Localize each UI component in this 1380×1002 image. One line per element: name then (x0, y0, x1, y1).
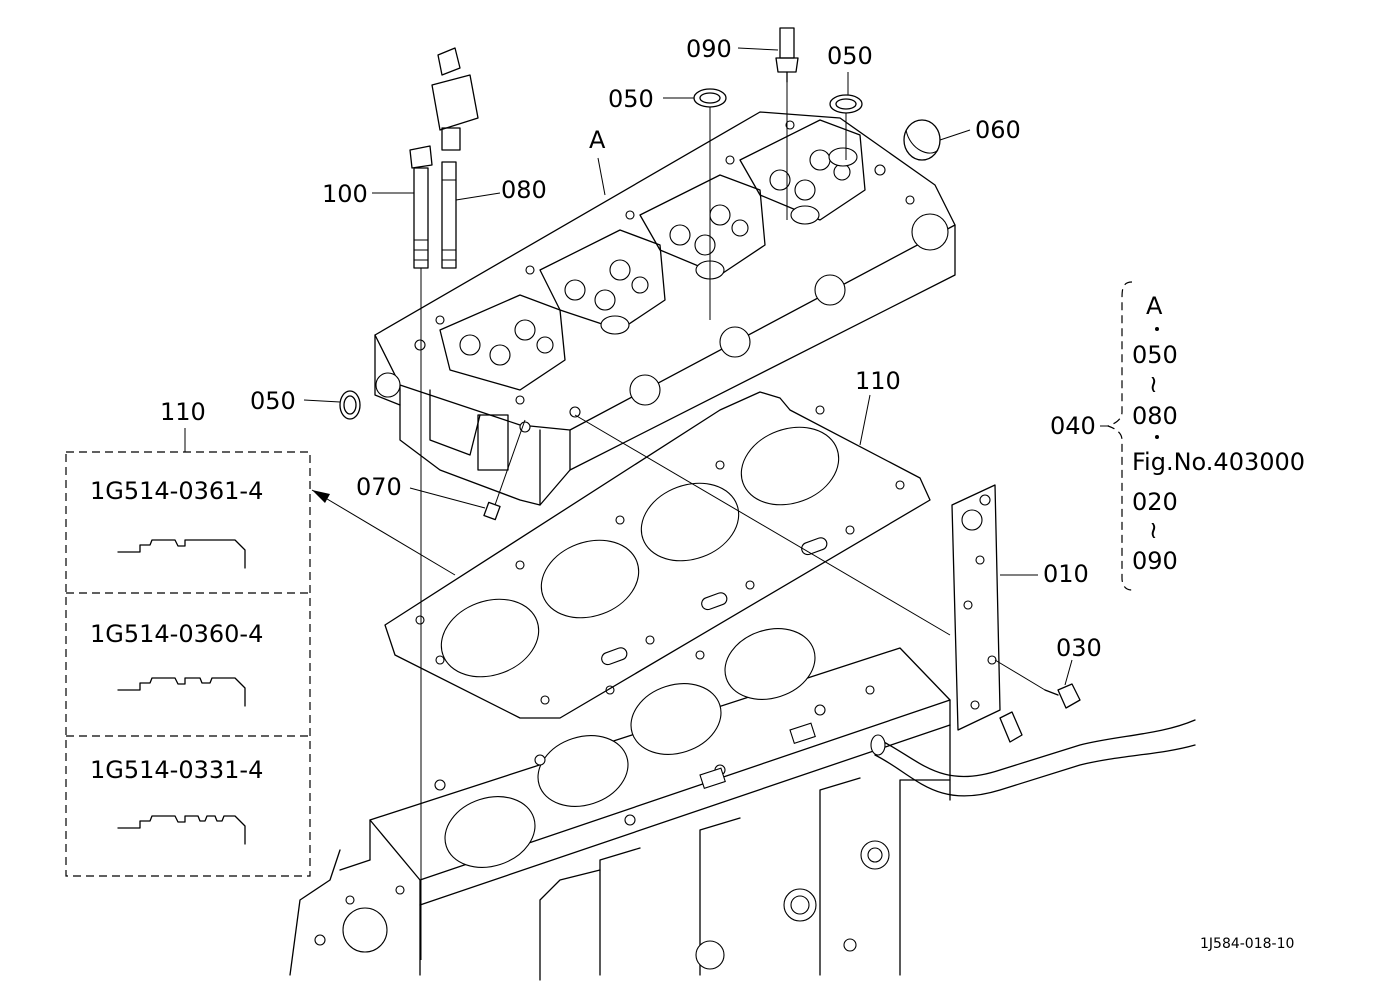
gasket-profile-2 (117, 677, 246, 707)
callout-050-left: 050 (250, 387, 296, 415)
variant-part-number-2: 1G514-0360-4 (90, 620, 263, 648)
callout-100: 100 (322, 180, 368, 208)
callout-060: 060 (975, 116, 1021, 144)
bolt-030 (994, 659, 1081, 709)
plug-060 (903, 119, 941, 161)
callout-110-top: 110 (855, 367, 901, 395)
rocker-bracket (431, 47, 479, 151)
callout-080: 080 (501, 176, 547, 204)
group-line-1: A (1146, 292, 1163, 320)
group-line-4: Fig.No.403000 (1132, 448, 1305, 476)
callout-070: 070 (356, 473, 402, 501)
callout-labels: 090 050 050 060 A 100 080 050 110 110 07… (160, 35, 1102, 662)
screw-070 (483, 419, 526, 521)
callout-090: 090 (686, 35, 732, 63)
cylinder-head (374, 111, 956, 506)
group-bracket-040: 040 A 050 ≀ 080 Fig.No.403000 020 ≀ 090 (1050, 281, 1305, 591)
glow-plug-090 (775, 27, 799, 220)
gasket-profile-1 (117, 539, 246, 569)
variant-part-number-3: 1G514-0331-4 (90, 756, 263, 784)
callout-030: 030 (1056, 634, 1102, 662)
group-dot-2 (1155, 435, 1159, 439)
group-tilde-2: ≀ (1149, 516, 1158, 544)
seal-050-top-left (693, 88, 727, 320)
gasket-variant-box: 1G514-0361-4 1G514-0360-4 1G514-0331-4 (65, 428, 311, 877)
gasket-profile-3 (117, 815, 246, 845)
seal-050-top-right (829, 94, 863, 160)
plate-010 (951, 484, 1023, 743)
callout-050-top-left: 050 (608, 85, 654, 113)
head-bolt-100 (409, 145, 433, 960)
variant-part-number-1: 1G514-0361-4 (90, 477, 263, 505)
figure-id: 1J584-018-10 (1200, 936, 1294, 952)
group-line-5: 020 (1132, 488, 1178, 516)
seal-050-left (339, 390, 361, 420)
callout-A: A (589, 126, 606, 154)
callout-110-box: 110 (160, 398, 206, 426)
cylinder-block (289, 628, 1196, 981)
group-label-040: 040 (1050, 412, 1096, 440)
leader-lines (303, 47, 1073, 686)
group-line-2: 050 (1132, 341, 1178, 369)
head-gasket (384, 391, 931, 719)
group-line-6: 090 (1132, 547, 1178, 575)
callout-010: 010 (1043, 560, 1089, 588)
group-tilde-1: ≀ (1149, 370, 1158, 398)
callout-050-top-right: 050 (827, 42, 873, 70)
group-dot-1 (1155, 327, 1159, 331)
stud-080 (441, 161, 457, 269)
group-line-3: 080 (1132, 402, 1178, 430)
